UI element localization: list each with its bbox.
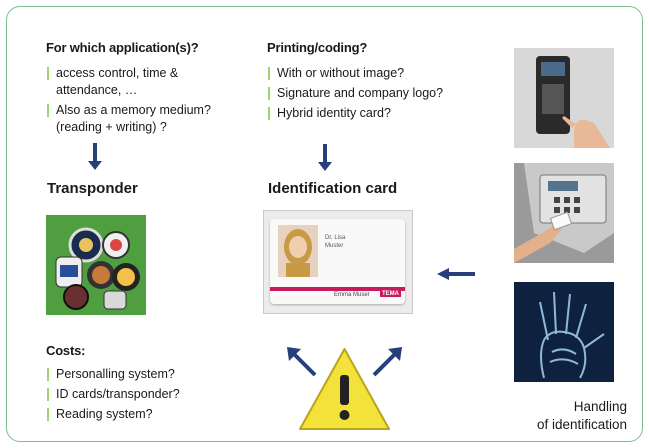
arrow-diagonal-icon <box>285 345 319 379</box>
application-heading: For which application(s)? <box>46 40 199 55</box>
card-stripe <box>270 287 405 291</box>
transponder-label: Transponder <box>47 180 138 197</box>
card-footer-text: Emma Muser <box>334 292 370 298</box>
application-item: access control, time & attendance, … <box>47 65 237 99</box>
arrow-diagonal-icon <box>370 345 404 379</box>
arrow-down-icon <box>88 143 102 170</box>
terminal-photo <box>514 163 614 263</box>
transponder-image <box>46 215 146 315</box>
costs-list: Personalling system? ID cards/transponde… <box>47 366 247 426</box>
arrow-left-icon <box>437 267 477 280</box>
printing-heading: Printing/coding? <box>267 40 368 55</box>
costs-heading: Costs: <box>46 343 86 358</box>
costs-item: Personalling system? <box>47 366 247 383</box>
costs-item: Reading system? <box>47 406 247 423</box>
portrait-photo <box>278 225 318 277</box>
arrow-down-icon <box>318 144 332 171</box>
handling-caption: Handling of identification <box>537 398 627 434</box>
card-name-line2: Muster <box>325 243 344 249</box>
application-item: Also as a memory medium? (reading + writ… <box>47 102 237 136</box>
application-list: access control, time & attendance, … Als… <box>47 65 237 139</box>
identification-card-label: Identification card <box>268 180 398 197</box>
card-name-line1: Dr. Lisa <box>325 235 346 241</box>
printing-item: Signature and company logo? <box>268 85 478 102</box>
printing-item: Hybrid identity card? <box>268 105 478 122</box>
handling-line2: of identification <box>536 417 627 432</box>
card-logo: TEMA <box>380 291 401 297</box>
id-card-image: Dr. Lisa Muster Emma Muser TEMA <box>263 210 413 314</box>
printing-item: With or without image? <box>268 65 478 82</box>
handling-line1: Handling <box>573 399 627 414</box>
handprint-photo <box>514 282 614 382</box>
warning-icon <box>297 345 392 433</box>
reader-photo <box>514 48 614 148</box>
costs-item: ID cards/transponder? <box>47 386 247 403</box>
printing-list: With or without image? Signature and com… <box>268 65 478 125</box>
